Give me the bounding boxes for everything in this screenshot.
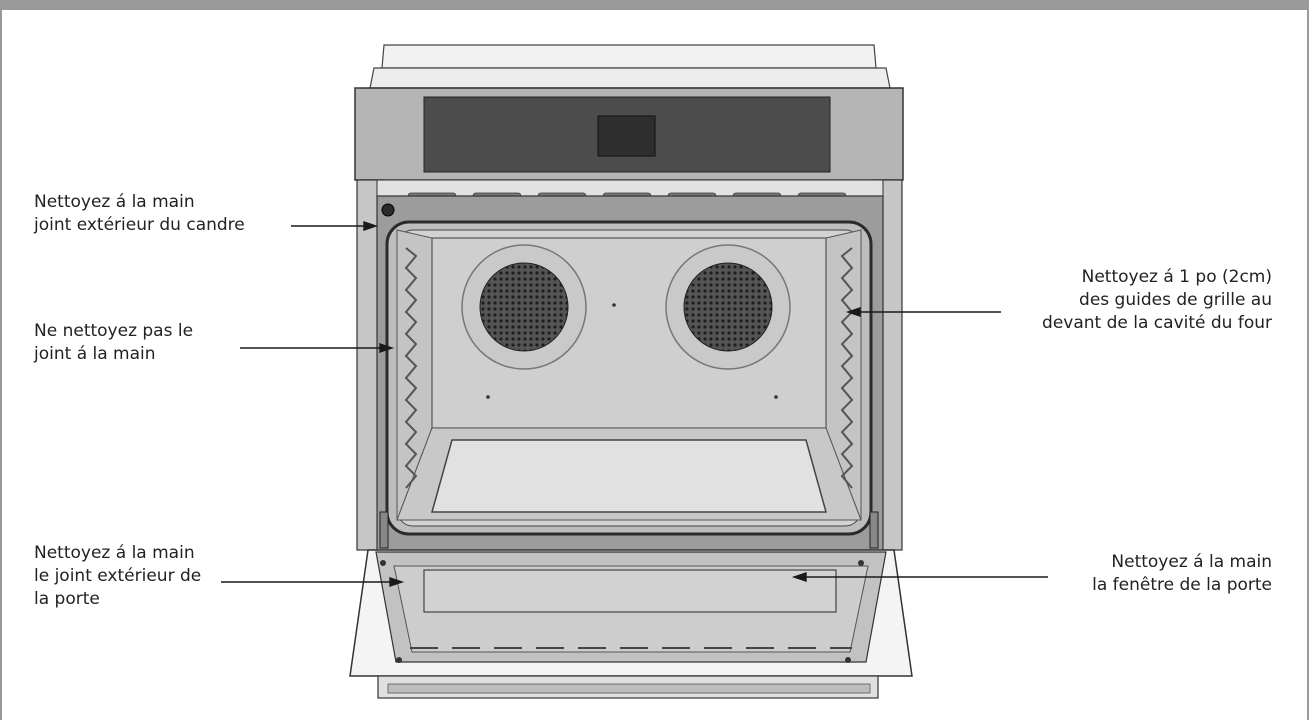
door-screws — [380, 560, 864, 663]
right-fan-icon — [665, 244, 791, 370]
rack-guides — [404, 247, 854, 489]
door-window — [423, 569, 837, 613]
leader-gasket — [240, 343, 395, 353]
leader-door-window — [791, 572, 1048, 582]
callout-door-seal: Nettoyez á la main le joint extérieur de… — [34, 543, 202, 609]
oven-door — [349, 549, 913, 677]
callout-gasket: Ne nettoyez pas le joint á la main — [34, 321, 194, 364]
door-hinges — [379, 511, 879, 549]
leader-door-seal — [221, 577, 405, 587]
oven-cavity — [396, 229, 862, 527]
door-handle — [377, 675, 879, 699]
leader-frame-seal — [291, 221, 379, 231]
leader-rack-guides — [845, 307, 1001, 317]
light-icon — [381, 203, 395, 217]
callout-frame-seal: Nettoyez á la main joint extérieur du ca… — [34, 192, 245, 235]
callout-rack-guides: Nettoyez á 1 po (2cm) des guides de gril… — [1042, 267, 1272, 333]
left-fan-icon — [461, 244, 587, 370]
oven-top-trim — [369, 44, 891, 89]
display-screen — [597, 115, 656, 157]
callout-door-window: Nettoyez á la main la fenêtre de la port… — [1092, 552, 1272, 595]
